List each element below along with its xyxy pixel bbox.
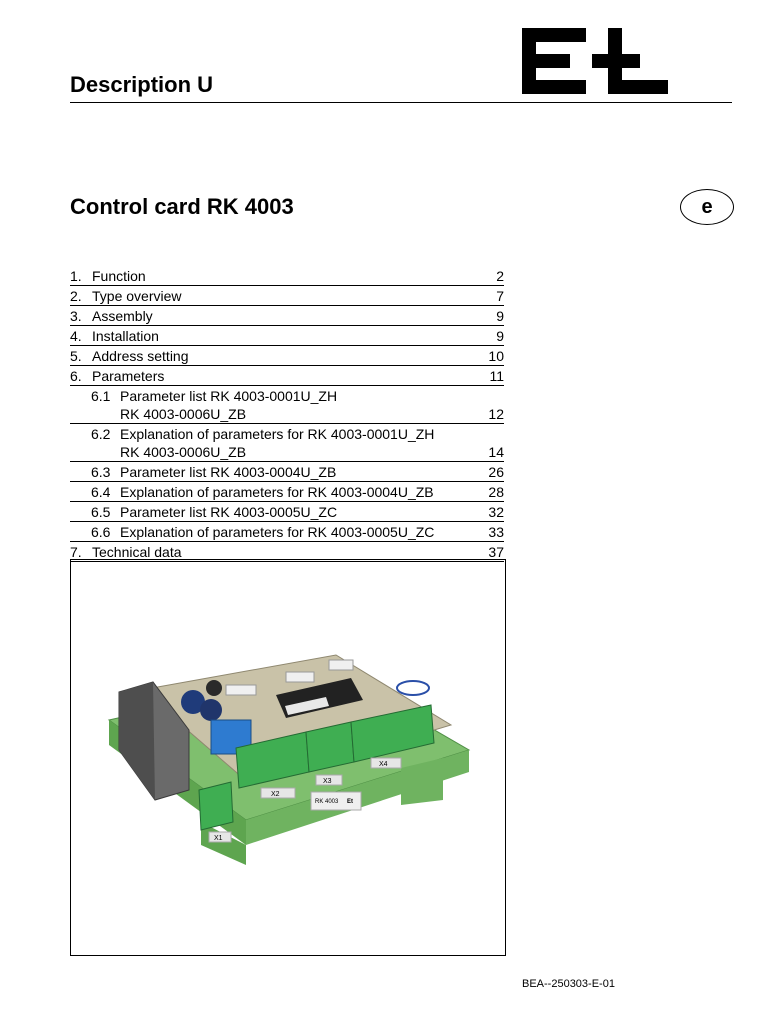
toc-row: 6.1 Parameter list RK 4003-0001U_ZH RK 400…: [70, 386, 504, 424]
terminal-label-x3: X3: [323, 778, 332, 785]
toc-number: 6.5: [91, 504, 111, 520]
toc-number: 5.: [70, 348, 82, 364]
toc-label: Technical data: [92, 543, 464, 561]
toc-label: Type overview: [92, 287, 464, 305]
terminal-label-x4: X4: [379, 761, 388, 768]
toc-label: Explanation of parameters for RK 4003-00…: [120, 425, 464, 461]
toc-row: 5. Address setting 10: [70, 346, 504, 366]
toc-label-line: Type overview: [92, 288, 182, 304]
toc-number: 3.: [70, 308, 82, 324]
board-model-label: RK 4003: [315, 799, 339, 805]
toc-label: Explanation of parameters for RK 4003-00…: [120, 483, 464, 501]
toc-label: Parameter list RK 4003-0005U_ZC: [120, 503, 464, 521]
toc-page-number: 9: [496, 308, 504, 324]
toc-label: Assembly: [92, 307, 464, 325]
toc-label-line: Address setting: [92, 348, 189, 364]
toc-page-number: 10: [488, 348, 504, 364]
toc-label-line: Function: [92, 268, 146, 284]
toc-page-number: 12: [488, 406, 504, 422]
toc-label: Function: [92, 267, 464, 285]
toc-row: 7. Technical data 37: [70, 542, 504, 562]
toc-page-number: 28: [488, 484, 504, 500]
company-logo: [522, 28, 668, 94]
header-title: Description U: [70, 72, 214, 97]
header-divider: [70, 102, 732, 103]
document-code: BEA--250303-E-01: [522, 978, 615, 990]
toc-number: 6.4: [91, 484, 111, 500]
toc-row: 6.6 Explanation of parameters for RK 4003…: [70, 522, 504, 542]
toc-page-number: 7: [496, 288, 504, 304]
document-title: Control card RK 4003: [70, 194, 294, 219]
toc-row: 6. Parameters 11: [70, 366, 504, 386]
toc-label-line: Parameter list RK 4003-0001U_ZH: [120, 388, 338, 404]
toc-row: 1. Function 2: [70, 266, 504, 286]
toc-page-number: 26: [488, 464, 504, 480]
language-badge: e: [680, 189, 734, 225]
toc-row: 6.3 Parameter list RK 4003-0004U_ZB 26: [70, 462, 504, 482]
toc-number: 6.3: [91, 464, 111, 480]
toc-page-number: 2: [496, 268, 504, 284]
toc-row: 4. Installation 9: [70, 326, 504, 346]
toc-label: Address setting: [92, 347, 464, 365]
toc-label-line: Parameter list RK 4003-0004U_ZB: [120, 464, 337, 480]
toc-label-line-2: RK 4003-0006U_ZB: [120, 444, 247, 460]
toc-row: 2. Type overview 7: [70, 286, 504, 306]
toc-page-number: 33: [488, 524, 504, 540]
toc-number: 7.: [70, 544, 82, 560]
toc-label: Parameters: [92, 367, 464, 385]
toc-label-line: Explanation of parameters for RK 4003-00…: [120, 426, 435, 442]
toc-label: Parameter list RK 4003-0004U_ZB: [120, 463, 464, 481]
toc-number: 6.1: [91, 388, 111, 404]
toc-page-number: 11: [489, 368, 504, 384]
toc-number: 2.: [70, 288, 82, 304]
toc-row: 6.4 Explanation of parameters for RK 4003…: [70, 482, 504, 502]
toc-label-line: Assembly: [92, 308, 153, 324]
toc-row: 3. Assembly 9: [70, 306, 504, 326]
toc-label: Parameter list RK 4003-0001U_ZH RK 4003-0…: [120, 387, 464, 423]
toc-page-number: 37: [488, 544, 504, 560]
toc-number: 1.: [70, 268, 82, 284]
toc-label-line: Installation: [92, 328, 159, 344]
toc-label-line-2: RK 4003-0006U_ZB: [120, 406, 247, 422]
toc-page-number: 32: [488, 504, 504, 520]
control-card-photo: X1 X2 X3 X4 RK 4003 Et: [107, 654, 471, 865]
board-logo-label: Et: [347, 799, 353, 805]
toc-number: 4.: [70, 328, 82, 344]
terminal-label-x2: X2: [271, 791, 280, 798]
toc-label: Explanation of parameters for RK 4003-00…: [120, 523, 464, 541]
toc-number: 6.: [70, 368, 82, 384]
toc-row: 6.5 Parameter list RK 4003-0005U_ZC 32: [70, 502, 504, 522]
toc-page-number: 14: [488, 444, 504, 460]
toc-label-line: Parameter list RK 4003-0005U_ZC: [120, 504, 338, 520]
toc-row: 6.2 Explanation of parameters for RK 4003…: [70, 424, 504, 462]
toc-label-line: Explanation of parameters for RK 4003-00…: [120, 484, 434, 500]
toc-number: 6.2: [91, 426, 111, 442]
toc-label-line: Technical data: [92, 544, 182, 560]
toc-page-number: 9: [496, 328, 504, 344]
toc-label-line: Explanation of parameters for RK 4003-00…: [120, 524, 435, 540]
terminal-label-x1: X1: [214, 835, 223, 842]
toc-number: 6.6: [91, 524, 111, 540]
toc-label-line: Parameters: [92, 368, 165, 384]
toc-label: Installation: [92, 327, 464, 345]
product-photo-frame: X1 X2 X3 X4 RK 4003 Et: [70, 559, 506, 956]
